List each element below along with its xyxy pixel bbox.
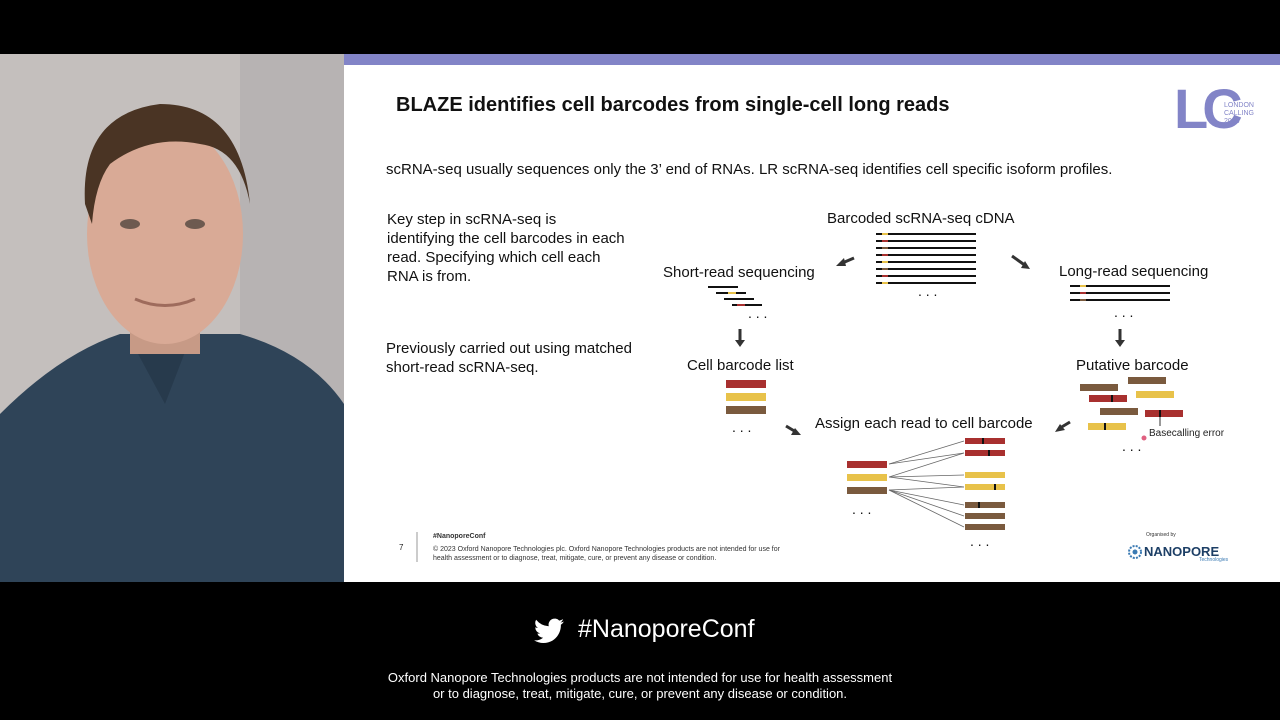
presenter-video	[0, 54, 344, 582]
footer-hashtag: #NanoporeConf	[433, 533, 486, 540]
twitter-bird-icon	[534, 618, 564, 643]
svg-text:. . .: . . .	[1122, 438, 1141, 454]
footer-copyright: © 2023 Oxford Nanopore Technologies plc.…	[433, 546, 780, 562]
cdna-reads	[876, 233, 976, 284]
short-reads	[708, 286, 762, 306]
label-barcoded-cdna: Barcoded scRNA-seq cDNA	[827, 210, 1015, 227]
left-text-2: Previously carried out using matched sho…	[386, 340, 632, 376]
left-text-1: Key step in scRNA-seq is identifying the…	[387, 211, 625, 285]
logo-line-1: LONDON	[1224, 102, 1254, 109]
svg-text:. . .: . . .	[852, 501, 871, 517]
logo-line-2: CALLING	[1224, 110, 1254, 117]
label-assign: Assign each read to cell barcode	[815, 415, 1033, 432]
webcam-feed	[0, 54, 344, 582]
london-calling-logo: LC LONDON CALLING 2023	[1174, 77, 1264, 144]
long-reads	[1070, 285, 1170, 301]
slide-page-number: 7	[399, 543, 404, 552]
slide-title: BLAZE identifies cell barcodes from sing…	[396, 94, 950, 116]
workflow-diagram: . . . . . . . . . .	[416, 233, 1183, 562]
label-cell-barcode-list: Cell barcode list	[687, 357, 794, 374]
label-long-read: Long-read sequencing	[1059, 263, 1209, 280]
organised-by: Organised by	[1146, 532, 1176, 538]
logo-lc-text: LC	[1174, 77, 1243, 140]
svg-text:. . .: . . .	[970, 533, 989, 549]
bottom-overlay	[0, 582, 1280, 720]
disclaimer-line-1: Oxford Nanopore Technologies products ar…	[387, 670, 893, 685]
ellipsis-long: . . .	[1114, 304, 1133, 320]
slide-accent-bar	[344, 54, 1280, 65]
label-basecalling-error: Basecalling error	[1149, 428, 1225, 439]
nanopore-logo-icon	[1128, 545, 1142, 559]
disclaimer-line-2: or to diagnose, treat, mitigate, cure, o…	[432, 686, 848, 701]
logo-line-3: 2023	[1224, 118, 1240, 125]
nanopore-brand: NANOPORE	[1144, 544, 1220, 559]
label-putative-barcode: Putative barcode	[1076, 357, 1189, 374]
slide-intro: scRNA-seq usually sequences only the 3’ …	[386, 161, 1113, 178]
svg-text:. . .: . . .	[732, 419, 751, 435]
overlay-hashtag: #NanoporeConf	[578, 615, 755, 643]
assigned-reads	[965, 438, 1005, 530]
ellipsis-short: . . .	[748, 305, 767, 321]
presentation-slide: BLAZE identifies cell barcodes from sing…	[344, 54, 1280, 582]
nanopore-brand-sub: Technologies	[1199, 557, 1229, 563]
ellipsis-center: . . .	[918, 283, 937, 299]
label-short-read: Short-read sequencing	[663, 264, 815, 281]
